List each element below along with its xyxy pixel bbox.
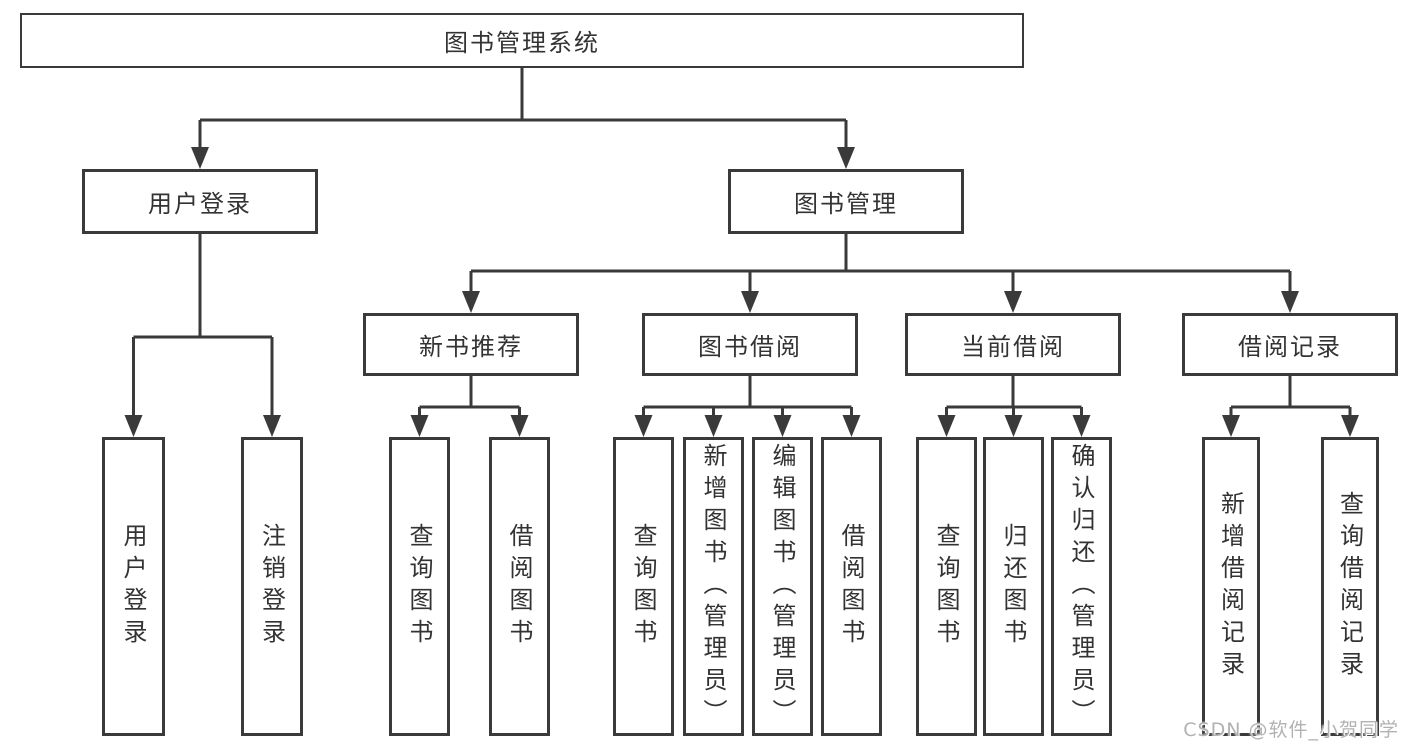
node-new-book-recommend: 新书推荐 bbox=[363, 313, 579, 376]
node-root-system: 图书管理系统 bbox=[20, 13, 1024, 68]
arrowhead-current-borrow bbox=[1004, 291, 1022, 313]
connector-current-borrow-branch bbox=[937, 374, 1091, 437]
leaf-query-book-current: 查询图书 bbox=[916, 437, 977, 736]
leaf-query-borrow-record: 查询借阅记录 bbox=[1321, 437, 1379, 736]
connector-root-branch bbox=[191, 66, 855, 169]
node-current-borrow: 当前借阅 bbox=[905, 313, 1121, 376]
arrowhead-book-mgmt bbox=[837, 147, 855, 169]
arrowhead-book-borrow bbox=[741, 291, 759, 313]
csdn-watermark: CSDN @软件_小贺同学 bbox=[1183, 719, 1399, 741]
leaf-borrow-book: 借阅图书 bbox=[821, 437, 882, 736]
connector-book-mgmt-branch bbox=[462, 232, 1299, 313]
leaf-return-book: 归还图书 bbox=[983, 437, 1044, 736]
leaf-edit-book-admin: 编辑图书（管理员） bbox=[752, 437, 813, 736]
arrowhead-new-book bbox=[462, 291, 480, 313]
arrowhead-leaf-user-login bbox=[124, 415, 143, 437]
leaf-query-book-recommend: 查询图书 bbox=[389, 437, 450, 736]
connector-borrow-record-branch bbox=[1222, 374, 1359, 437]
leaf-logout: 注销登录 bbox=[241, 437, 303, 736]
leaf-add-borrow-record: 新增借阅记录 bbox=[1202, 437, 1260, 736]
connector-book-borrow-branch bbox=[634, 374, 861, 437]
arrowhead-borrow-record bbox=[1281, 291, 1299, 313]
leaf-add-book-admin: 新增图书（管理员） bbox=[683, 437, 744, 736]
arrowhead-leaf-logout bbox=[263, 415, 281, 437]
node-borrow-record: 借阅记录 bbox=[1182, 313, 1398, 376]
leaf-user-login: 用户登录 bbox=[102, 437, 165, 736]
arrowhead-user-login bbox=[191, 147, 209, 169]
node-book-management: 图书管理 bbox=[728, 169, 964, 234]
connector-user-login-branch bbox=[124, 232, 281, 437]
leaf-query-book-borrow: 查询图书 bbox=[613, 437, 674, 736]
node-user-login: 用户登录 bbox=[82, 169, 318, 234]
node-book-borrow: 图书借阅 bbox=[642, 313, 858, 376]
leaf-borrow-book-recommend: 借阅图书 bbox=[489, 437, 550, 736]
connector-new-book-branch bbox=[410, 374, 529, 437]
leaf-confirm-return-admin: 确认归还（管理员） bbox=[1051, 437, 1112, 736]
